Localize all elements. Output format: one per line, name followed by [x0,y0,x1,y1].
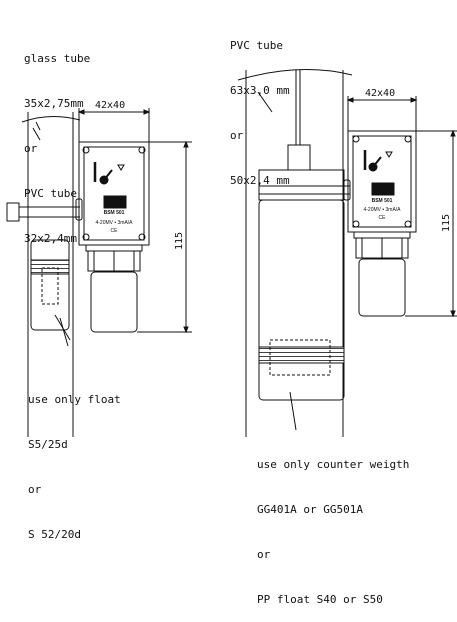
left-tube-spec: glass tube 35x2,75mm or PVC tube 32x2,4m… [24,21,90,261]
left-float-spec: use only float S5/25d or S 52/20d [28,362,121,557]
left-tube-line-3: or [24,142,38,155]
right-float-line-3: or [257,548,271,561]
right-mount-bracket [259,179,351,201]
right-float-spec: use only counter weigth GG401A or GG501A… [257,427,409,622]
right-float-line-1: use only counter weigth [257,458,410,471]
left-float-line-2: S5/25d [28,438,68,451]
sensor-mounting-drawing [6,69,457,437]
left-tube-line-4: PVC tube [24,187,77,200]
right-height-dimension: 115 [441,213,452,232]
right-tube-line-3: or [230,129,244,142]
right-tube-spec: PVC tube 63x3,0 mm or 50x2,4 mm [230,8,290,203]
right-dimension-lines [346,96,457,318]
right-tube-line-2: 63x3,0 mm [230,84,290,97]
right-device-model: BSM 501 [371,198,393,204]
left-device-model: BSM 501 [103,210,125,216]
right-counterweight [258,144,345,431]
right-device-rating: 4-20MV • 3mA/A [363,207,401,213]
left-float-line-3: or [28,483,42,496]
left-width-dimension: 42x40 [95,100,126,111]
left-tube-line-1: glass tube [24,52,91,65]
left-device-rating: 4-20MV • 3mA/A [95,220,133,226]
left-device-ce-mark: CE [110,228,118,234]
left-sensor-housing [78,141,150,333]
right-width-dimension: 42x40 [365,88,396,99]
right-device-ce-mark: CE [378,215,386,221]
left-float [30,239,70,331]
right-sensor-housing [347,130,417,317]
right-tube [237,69,353,437]
right-tube-line-4: 50x2,4 mm [230,174,290,187]
right-float-line-2: GG401A or GG501A [257,503,363,516]
left-tube-line-2: 35x2,75mm [24,97,84,110]
right-float-line-4: PP float S40 or S50 [257,593,383,606]
left-dimension-lines [59,108,192,347]
left-float-line-4: S 52/20d [28,528,81,541]
left-height-dimension: 115 [174,231,185,250]
right-tube-line-1: PVC tube [230,39,283,52]
left-mount-bracket [6,198,83,222]
left-tube-line-5: 32x2,4mm [24,232,77,245]
left-float-line-1: use only float [28,393,121,406]
